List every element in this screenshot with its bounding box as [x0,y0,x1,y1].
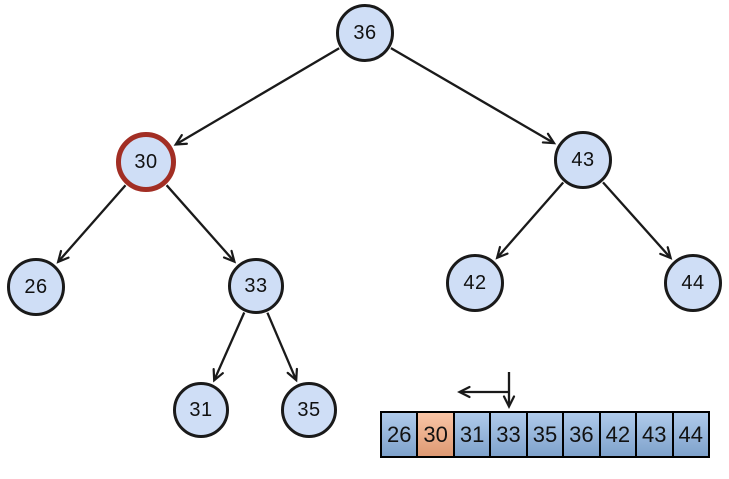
tree-edge-36-43 [390,47,557,145]
array-cell-43: 43 [637,413,674,456]
tree-edge-30-26 [56,184,127,264]
tree-node-26: 26 [7,258,65,316]
tree-edge-36-30 [173,47,340,146]
tree-node-44: 44 [664,254,722,312]
tree-edge-33-35 [266,312,298,383]
tree-edge-43-44 [602,181,673,260]
array-cell-44: 44 [673,413,708,456]
tree-node-31: 31 [173,382,229,438]
tree-node-30-highlighted: 30 [116,132,176,192]
array-cell-35: 35 [527,413,565,456]
tree-edge-33-31 [212,312,246,383]
array-cell-31: 31 [454,413,492,456]
tree-node-35: 35 [281,382,337,438]
tree-node-43: 43 [554,131,612,189]
array-cell-30-highlighted: 30 [418,413,455,456]
tree-node-36: 36 [336,4,394,62]
tree-node-42: 42 [446,254,504,312]
array-cell-36: 36 [564,413,601,456]
tree-node-33: 33 [228,258,284,314]
tree-edge-30-33 [165,184,237,264]
tree-edge-43-42 [495,181,565,260]
array-cell-33: 33 [491,413,528,456]
array-cell-26: 26 [382,413,419,456]
array-cell-42: 42 [600,413,638,456]
